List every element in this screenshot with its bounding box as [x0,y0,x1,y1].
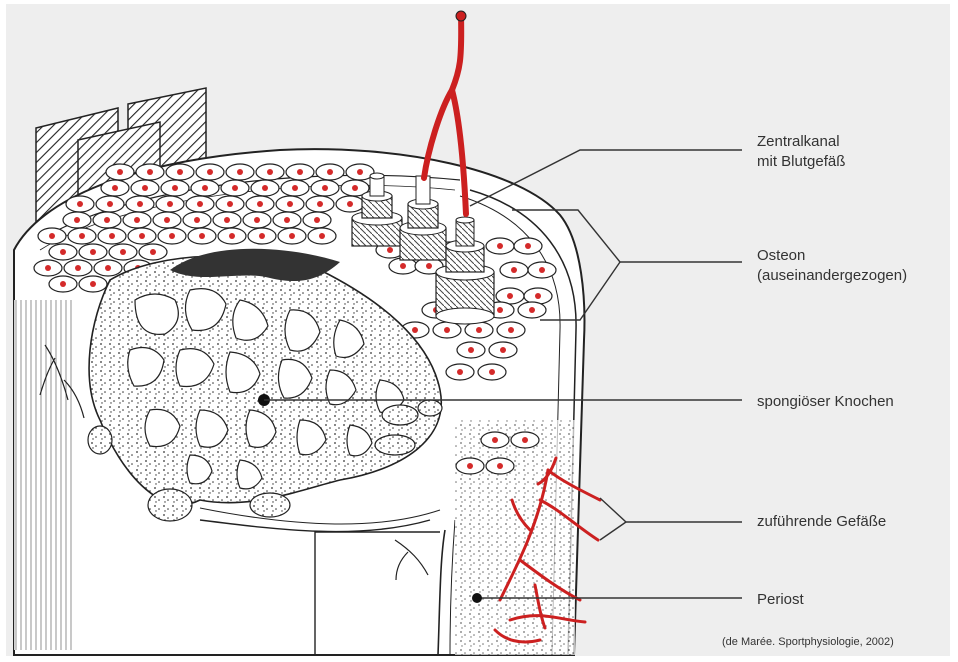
osteon-cell-core [317,201,323,207]
osteon-cell-core [150,249,156,255]
osteon-cell-core [202,185,208,191]
osteon-cell-core [49,233,55,239]
osteon-cell-core [107,201,113,207]
osteon-cell-core [412,327,418,333]
label-zentralkanal: Zentralkanal mit Blutgefäß [757,132,845,172]
osteon-cell-core [109,233,115,239]
osteon-cell-core [197,201,203,207]
osteon-cell-core [444,327,450,333]
osteon-cell-core [117,169,123,175]
label-zufuehrende-gefaesse: zuführende Gefäße [757,512,886,532]
osteon-cell-core [199,233,205,239]
osteon-cell-core [164,217,170,223]
osteon-cell-core [142,185,148,191]
osteon-cell-core [134,217,140,223]
osteon-cell-core [529,307,535,313]
osteon-cell-core [387,247,393,253]
osteon-cell-core [120,249,126,255]
osteon-cell-core [227,201,233,207]
osteon-cell-core [104,217,110,223]
osteon-cell-core [507,293,513,299]
osteon-cell-core [457,369,463,375]
osteon-cell-core [259,233,265,239]
label-osteon: Osteon (auseinandergezogen) [757,246,907,286]
label-osteon-line1: Osteon [757,246,907,266]
osteon-cell-core [539,267,545,273]
osteon-cell-core [224,217,230,223]
osteon-cell-core [497,243,503,249]
osteon-cell-core [357,169,363,175]
osteon-cell-core [297,169,303,175]
osteon-cell-core [169,233,175,239]
label-osteon-line2: (auseinandergezogen) [757,266,907,286]
osteon-cell-core [232,185,238,191]
osteon-cell-core [508,327,514,333]
osteon-cell-core [426,263,432,269]
osteon-cell-core [489,369,495,375]
osteon-cell-core [172,185,178,191]
osteon-cell-core [90,249,96,255]
osteon-cell-core [254,217,260,223]
osteon-cell-core [77,201,83,207]
osteon-cell-core [137,201,143,207]
osteon-cell-core [237,169,243,175]
osteon-cell-core [90,281,96,287]
osteon-cell-core [497,307,503,313]
source-credit: (de Marée. Sportphysiologie, 2002) [722,636,894,648]
osteon-cell-core [60,249,66,255]
osteon-cell-core [139,233,145,239]
osteon-cell-core [400,263,406,269]
osteon-cell-core [352,185,358,191]
osteon-cell-core [147,169,153,175]
osteon-cell-core [476,327,482,333]
osteon-cell-core [257,201,263,207]
osteon-cell-core [167,201,173,207]
osteon-cell-core [75,265,81,271]
osteon-cell-core [284,217,290,223]
osteon-cell-core [500,347,506,353]
osteon-cell-core [492,437,498,443]
osteon-cell-core [314,217,320,223]
osteon-cell-core [207,169,213,175]
osteon-cell-core [289,233,295,239]
osteon-cell-core [467,463,473,469]
osteon-cell-core [525,243,531,249]
osteon-cell-core [522,437,528,443]
label-periost: Periost [757,590,804,610]
osteon-cell-core [535,293,541,299]
osteon-cell-core [347,201,353,207]
osteon-cell-core [497,463,503,469]
label-spongioeser-knochen: spongiöser Knochen [757,392,894,412]
osteon-cell-core [105,265,111,271]
osteon-cell-core [511,267,517,273]
label-zentralkanal-line1: Zentralkanal [757,132,845,152]
osteon-cell-core [327,169,333,175]
osteon-cell-core [292,185,298,191]
osteon-cell-core [322,185,328,191]
osteon-cell-core [112,185,118,191]
osteon-cell-core [262,185,268,191]
label-zentralkanal-line2: mit Blutgefäß [757,152,845,172]
osteon-cell-core [267,169,273,175]
osteon-cell-core [45,265,51,271]
osteon-cell-core [319,233,325,239]
osteon-cell-core [468,347,474,353]
osteon-cell-core [60,281,66,287]
osteon-cell-core [74,217,80,223]
osteon-cell-core [229,233,235,239]
osteon-cell-core [79,233,85,239]
osteon-cell-core [194,217,200,223]
osteon-cell-core [177,169,183,175]
osteon-cell-core [287,201,293,207]
